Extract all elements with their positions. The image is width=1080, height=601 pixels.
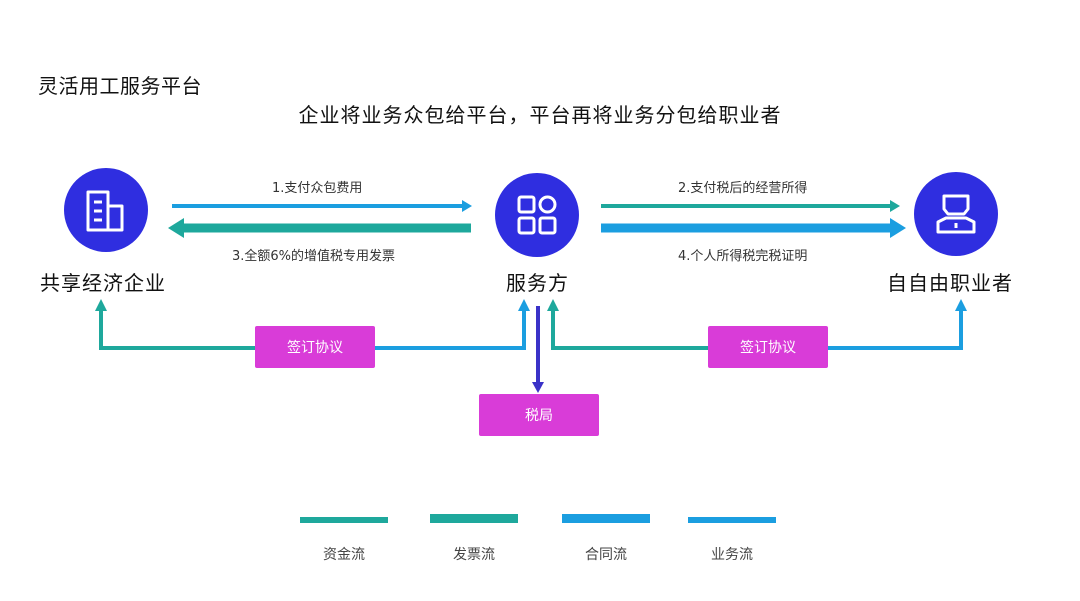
- agreement-right-path: [547, 299, 967, 350]
- flow-2-label: 2.支付税后的经营所得: [678, 181, 808, 196]
- person-icon: [936, 194, 976, 234]
- flow-1-label: 1.支付众包费用: [272, 181, 363, 196]
- flow-2-arrow: [601, 200, 900, 212]
- enterprise-node: [64, 168, 148, 252]
- legend-label-contract: 合同流: [585, 547, 627, 563]
- tax-arrow: [532, 306, 544, 393]
- agreement-right-box: 签订协议: [708, 326, 828, 368]
- flow-3-arrow: [168, 218, 471, 238]
- page-title: 灵活用工服务平台: [38, 74, 202, 98]
- agreement-left-box: 签订协议: [255, 326, 375, 368]
- enterprise-label: 共享经济企业: [40, 271, 166, 295]
- legend-label-invoice: 发票流: [453, 547, 495, 563]
- legend-line-business: [688, 517, 776, 523]
- service-node: [495, 173, 579, 257]
- flow-4-label: 4.个人所得税完税证明: [678, 249, 808, 264]
- grid-icon: [517, 195, 557, 235]
- legend-label-fund: 资金流: [323, 547, 365, 563]
- building-icon: [86, 190, 124, 232]
- legend-line-fund: [300, 517, 388, 523]
- flow-3-label: 3.全额6%的增值税专用发票: [232, 249, 396, 264]
- service-label: 服务方: [506, 271, 569, 295]
- flow-1-arrow: [172, 200, 472, 212]
- page-subtitle: 企业将业务众包给平台，平台再将业务分包给职业者: [298, 103, 782, 127]
- legend-line-contract: [562, 514, 650, 523]
- legend-line-invoice: [430, 514, 518, 523]
- flow-4-arrow: [601, 218, 906, 238]
- agreement-left-path: [95, 299, 530, 350]
- legend-label-business: 业务流: [711, 547, 753, 563]
- tax-bureau-box: 税局: [479, 394, 599, 436]
- freelancer-label: 自自由职业者: [887, 271, 1013, 295]
